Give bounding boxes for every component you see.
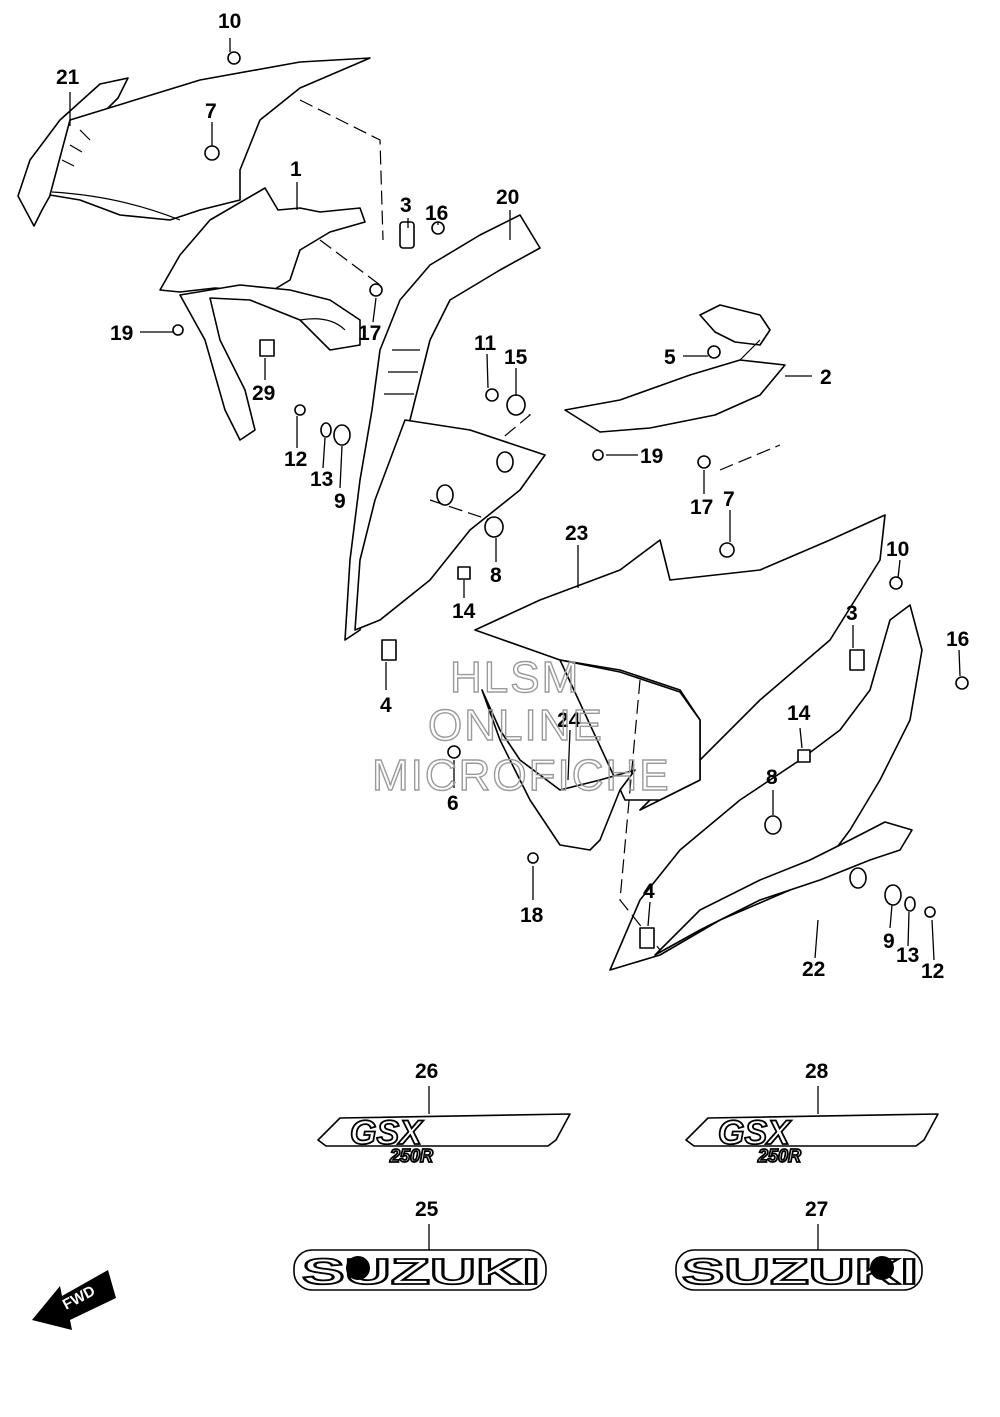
- watermark-line-2: ONLINE: [428, 701, 604, 750]
- callout-17: 17: [358, 322, 381, 345]
- callout-15: 15: [504, 346, 528, 369]
- part-23-side-panel: [474, 514, 886, 811]
- callout-16: 16: [425, 202, 448, 225]
- callout-26: 26: [415, 1060, 438, 1083]
- fwd-arrow-icon: FWD: [32, 1270, 116, 1330]
- callout-29: 29: [252, 382, 275, 405]
- callout-9: 9: [334, 490, 346, 513]
- watermark-line-1: HLSM: [450, 653, 580, 702]
- callout-19: 19: [110, 322, 133, 345]
- emblem-27-suzuki: SUZUKI: [675, 1224, 923, 1293]
- part-24-lower-panel: [481, 689, 636, 851]
- emblem-dot: [346, 1256, 370, 1280]
- callout-14: 14: [452, 600, 476, 623]
- callout-18: 18: [520, 904, 544, 927]
- callout-22: 22: [802, 958, 825, 981]
- part-20-side-bracket: [344, 214, 546, 641]
- callout-4b: 4: [643, 880, 655, 903]
- callout-13: 13: [310, 468, 333, 491]
- hardware: [172, 51, 969, 949]
- callout-28: 28: [805, 1060, 829, 1083]
- emblem-28-gsx: GSX 250R: [685, 1086, 939, 1167]
- callout-10: 10: [218, 10, 241, 33]
- watermark-line-3: MICROFICHE: [372, 751, 671, 800]
- gsx-text: GSX: [718, 1114, 792, 1152]
- gsx-text: GSX: [350, 1114, 424, 1152]
- callout-23: 23: [565, 522, 588, 545]
- callout-12b: 12: [921, 960, 944, 983]
- suzuki-text: SUZUKI: [302, 1251, 540, 1292]
- emblem-25-suzuki: SUZUKI: [293, 1224, 547, 1293]
- callout-numbers: 10 21 7 1 3 16 20 19 17 29 12 13 9 11 15…: [56, 10, 969, 1221]
- model-text: 250R: [757, 1146, 801, 1166]
- callout-7: 7: [205, 100, 217, 123]
- part-21-upper-cowl: [17, 57, 371, 227]
- callout-11: 11: [474, 332, 497, 355]
- part-2-bracket: [564, 304, 786, 433]
- callout-1: 1: [290, 158, 302, 181]
- callout-12: 12: [284, 448, 307, 471]
- callout-19b: 19: [640, 445, 663, 468]
- callout-8b: 8: [766, 766, 778, 789]
- callout-14b: 14: [787, 702, 811, 725]
- callout-24: 24: [557, 709, 581, 732]
- callout-17b: 17: [690, 496, 713, 519]
- callout-25: 25: [415, 1198, 439, 1221]
- callout-7b: 7: [723, 488, 735, 511]
- callout-3b: 3: [846, 602, 858, 625]
- callout-3: 3: [400, 194, 412, 217]
- callout-5: 5: [664, 346, 676, 369]
- callout-13b: 13: [896, 944, 919, 967]
- callout-2: 2: [820, 366, 832, 389]
- callout-21: 21: [56, 66, 80, 89]
- callout-10b: 10: [886, 538, 909, 561]
- callout-9b: 9: [883, 930, 895, 953]
- callout-4: 4: [380, 694, 392, 717]
- model-text: 250R: [389, 1146, 433, 1166]
- callout-8: 8: [490, 564, 502, 587]
- callout-27: 27: [805, 1198, 828, 1221]
- part-1-inner-panel: [159, 187, 366, 441]
- callout-6: 6: [447, 792, 459, 815]
- part-22-lower-cowl: [609, 604, 923, 971]
- callout-20: 20: [496, 186, 519, 209]
- watermark: HLSM ONLINE MICROFICHE: [371, 652, 671, 800]
- leader-lines: [69, 38, 961, 961]
- emblem-dot: [870, 1256, 894, 1280]
- callout-16b: 16: [946, 628, 969, 651]
- emblem-26-gsx: GSX 250R: [317, 1086, 571, 1167]
